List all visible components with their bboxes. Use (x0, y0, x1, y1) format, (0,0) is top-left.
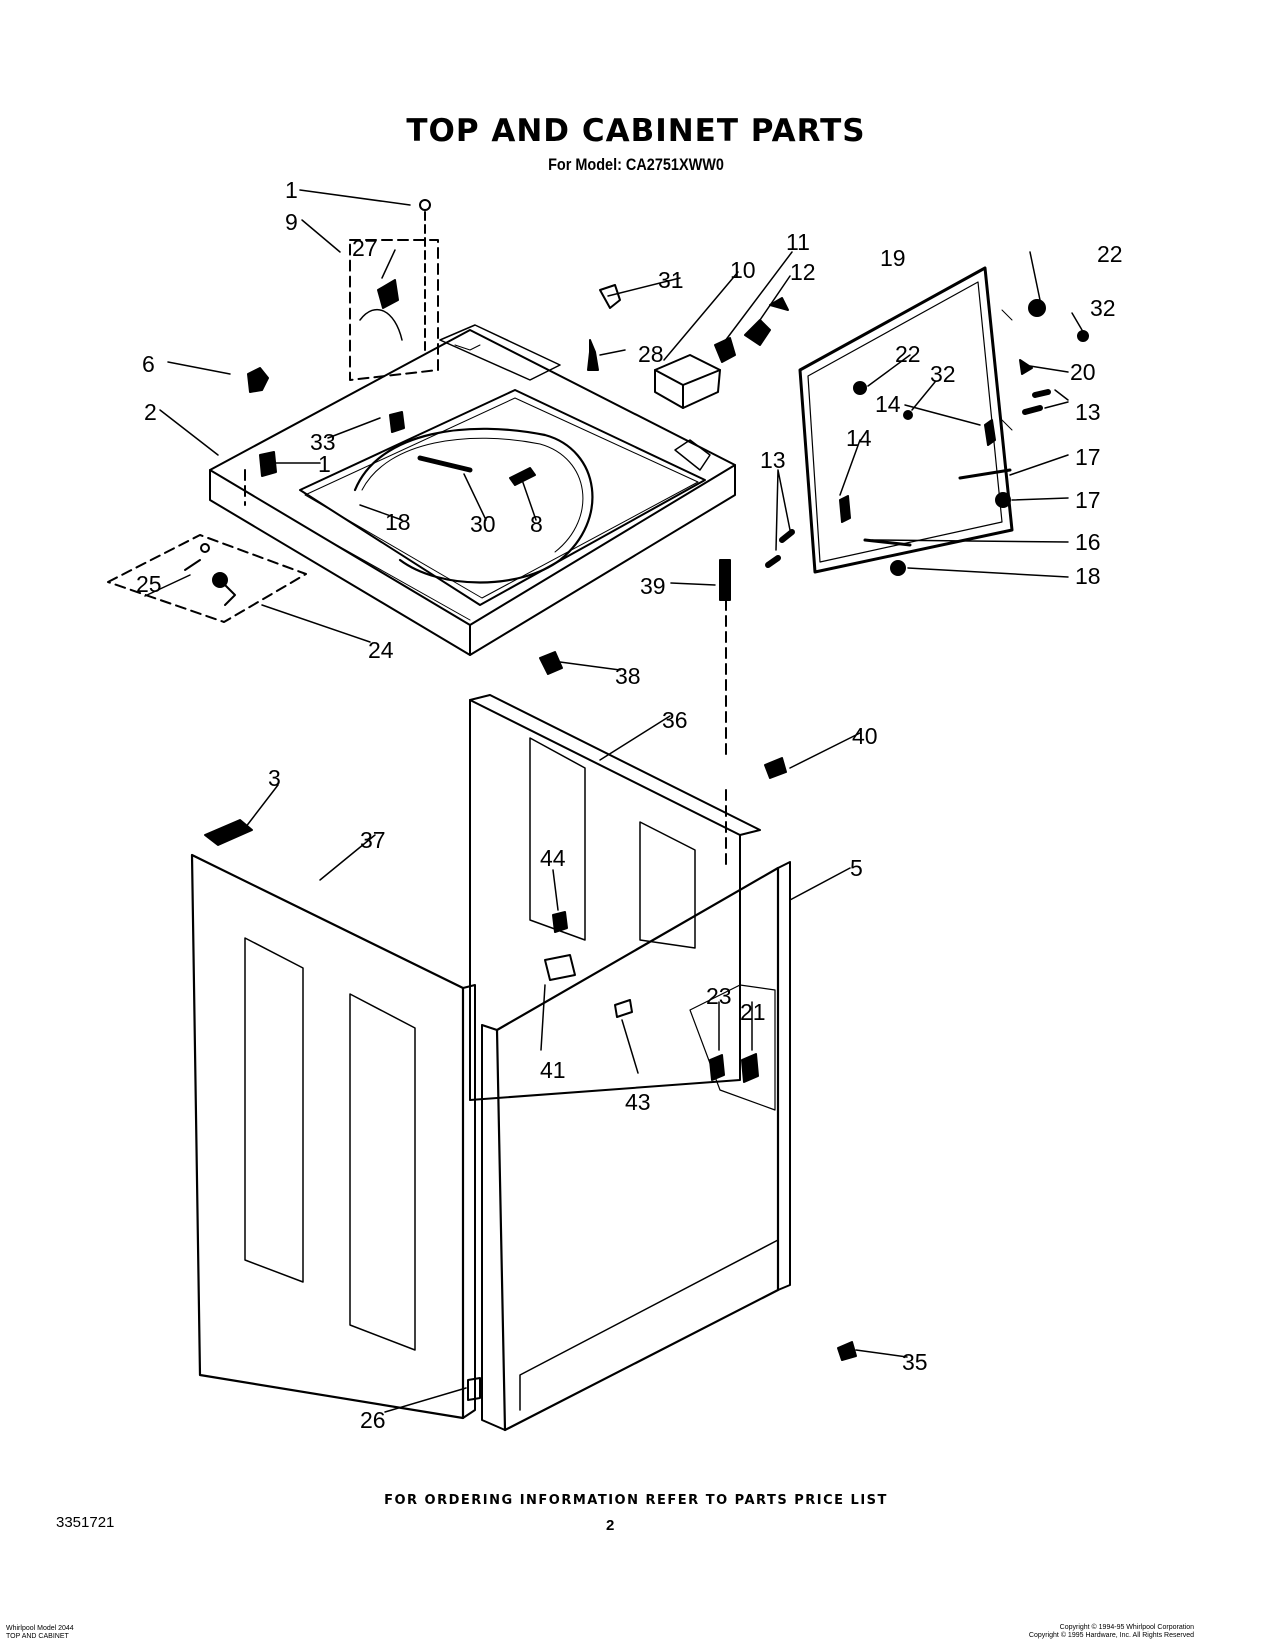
model-subtitle: For Model: CA2751XWW0 (548, 155, 724, 174)
callout-6: 6 (142, 351, 155, 377)
page-title: TOP AND CABINET PARTS (406, 113, 866, 149)
callout-25: 25 (136, 571, 162, 597)
footer-right: Copyright © 1994-95 Whirlpool Corporatio… (1029, 1624, 1194, 1640)
footer-left-line: TOP AND CABINET (6, 1633, 69, 1640)
copyright-line: Copyright © 1994-95 Whirlpool Corporatio… (1059, 1624, 1194, 1631)
callout-10: 10 (730, 257, 756, 283)
hardware-small-parts (247, 199, 1089, 871)
callout-39: 39 (640, 573, 666, 599)
callout-22b: 22 (895, 341, 921, 367)
callout-35: 35 (902, 1349, 928, 1375)
callout-3: 3 (268, 765, 281, 791)
callout-17: 17 (1075, 487, 1101, 513)
cabinet-rear-panel (469, 694, 761, 1101)
callout-9: 9 (285, 209, 298, 235)
callout-11: 11 (786, 229, 810, 255)
callout-14: 14 (875, 391, 901, 417)
callout-24: 24 (368, 637, 394, 663)
page-number: 2 (606, 1517, 615, 1534)
callout-16: 17 (1075, 444, 1101, 470)
callout-13b: 13 (760, 447, 786, 473)
callout-21: 21 (740, 999, 766, 1025)
callout-38: 38 (615, 663, 641, 689)
callout-41: 41 (540, 1057, 566, 1083)
callout-43: 43 (625, 1089, 651, 1115)
callout-8: 8 (530, 511, 543, 537)
footer-left-line: Whirlpool Model 2044 (6, 1625, 74, 1632)
document-number: 3351721 (56, 1514, 115, 1531)
callout-1: 1 (318, 451, 331, 477)
dashed-assembly-groups (107, 239, 439, 623)
cabinet-front-panel (467, 861, 857, 1432)
switch-harness (184, 279, 403, 606)
callout-30: 30 (470, 511, 496, 537)
callout-12: 12 (790, 259, 816, 285)
callout-37: 37 (360, 827, 386, 853)
callout-28: 28 (638, 341, 664, 367)
callout-44: 44 (540, 845, 566, 871)
callout-19: 19 (880, 245, 906, 271)
callout-33: 33 (310, 429, 336, 455)
cabinet-side-panel (190, 819, 476, 1420)
ordering-info: FOR ORDERING INFORMATION REFER TO PARTS … (384, 1493, 888, 1508)
callout-20: 20 (1070, 359, 1096, 385)
footer-left: Whirlpool Model 2044 TOP AND CABINET (6, 1625, 74, 1641)
callout-13: 13 (1075, 399, 1101, 425)
callout-23: 23 (706, 983, 732, 1009)
callout-5: 5 (850, 855, 863, 881)
callout-26: 26 (360, 1407, 386, 1433)
callout-leaders (144, 189, 1083, 1413)
callout-2: 2 (144, 399, 157, 425)
callout-14b: 14 (846, 425, 872, 451)
washer-top (209, 324, 736, 656)
callout-numbers: 1 9 27 31 10 11 12 19 22 32 6 28 22 32 2… (136, 177, 1123, 1433)
callout-36: 36 (662, 707, 688, 733)
callout-4: 1 (285, 177, 298, 203)
copyright-line: Copyright © 1995 Hardware, Inc. All Righ… (1028, 1632, 1194, 1639)
callout-15: 16 (1075, 529, 1101, 555)
lid (798, 266, 1014, 574)
callout-27: 27 (352, 235, 378, 261)
callout-22: 22 (1097, 241, 1123, 267)
callout-40: 40 (852, 723, 878, 749)
dispenser-parts (587, 284, 789, 409)
callout-18: 18 (385, 509, 411, 535)
callout-32b: 32 (930, 361, 956, 387)
callout-31: 31 (658, 267, 684, 293)
callout-32: 32 (1090, 295, 1116, 321)
callout-17b: 18 (1075, 563, 1101, 589)
